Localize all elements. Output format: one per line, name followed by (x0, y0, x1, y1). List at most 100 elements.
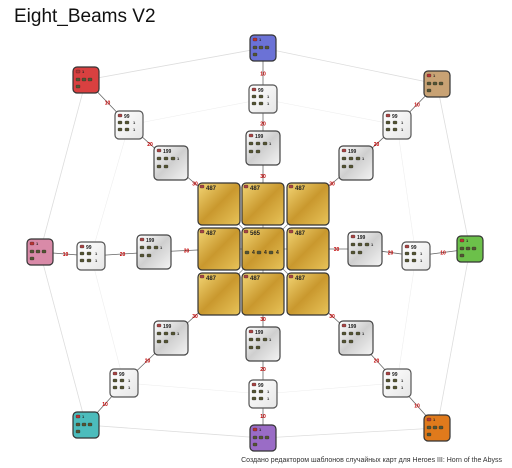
resource-icon (248, 345, 254, 350)
treasure-zone[interactable] (382, 368, 412, 398)
monster-icon (248, 329, 254, 334)
page-title: Eight_Beams V2 (14, 6, 156, 27)
treasure-zone[interactable] (338, 320, 374, 356)
edge-label: 20 (145, 359, 151, 365)
edge-label: 20 (374, 142, 380, 148)
resource-icon (117, 120, 123, 125)
center-zone[interactable] (241, 227, 285, 271)
resource-icon (117, 127, 123, 132)
zone-value: 99 (411, 245, 417, 251)
gold-zone[interactable] (241, 272, 285, 316)
gold-zone[interactable] (286, 227, 330, 271)
treasure-zone[interactable] (338, 145, 374, 181)
zone-value: 99 (392, 372, 398, 378)
resource-icon (426, 88, 432, 93)
treasure-zone[interactable] (248, 379, 278, 409)
resource-icon (432, 81, 438, 86)
treasure-zone[interactable] (347, 231, 383, 267)
zone-value: 199 (357, 235, 366, 241)
resource-icon (124, 120, 130, 125)
monster-icon (243, 184, 249, 189)
edge-label: 30 (334, 247, 340, 253)
resource-icon (258, 396, 264, 401)
zone-number: 1 (128, 378, 131, 383)
treasure-zone[interactable] (245, 130, 281, 166)
resource-icon (139, 253, 145, 258)
zone-value: 487 (250, 186, 261, 192)
resource-icon (139, 245, 145, 250)
resource-icon (385, 120, 391, 125)
resource-icon (385, 378, 391, 383)
resource-icon (348, 331, 354, 336)
zone-number: 1 (401, 378, 404, 383)
zone-number: 1 (401, 385, 404, 390)
treasure-zone[interactable] (136, 234, 172, 270)
treasure-zone[interactable] (382, 110, 412, 140)
outer-ring-connection (436, 248, 471, 429)
treasure-zone[interactable] (109, 368, 139, 398)
monster-icon (243, 229, 249, 234)
treasure-zone[interactable] (401, 241, 431, 271)
gold-zone[interactable] (197, 182, 241, 226)
gold-zone[interactable] (286, 272, 330, 316)
edge-label: 20 (260, 367, 266, 373)
gold-zone[interactable] (197, 272, 241, 316)
gold-zone[interactable] (197, 227, 241, 271)
edge-label: 30 (329, 182, 335, 188)
resource-icon (426, 432, 432, 437)
zone-value: 487 (295, 276, 306, 282)
edge-label: 10 (414, 103, 420, 109)
zone-number: 1 (371, 242, 374, 247)
resource-icon (251, 101, 257, 106)
resource-icon (156, 156, 162, 161)
monster-icon (385, 113, 391, 118)
zone-number: 1 (466, 238, 469, 243)
resource-icon (35, 249, 41, 254)
zone-number: 1 (82, 69, 85, 74)
treasure-zone[interactable] (245, 326, 281, 362)
resource-icon (252, 435, 258, 440)
zone-value: 199 (255, 330, 264, 336)
treasure-zone[interactable] (153, 320, 189, 356)
edge-label: 30 (192, 182, 198, 188)
zone-number: 1 (433, 417, 436, 422)
resource-icon (411, 251, 417, 256)
zone-number: 1 (95, 251, 98, 256)
gold-zone[interactable] (286, 182, 330, 226)
mid-ring-connection (396, 255, 417, 384)
zone-number: 1 (401, 120, 404, 125)
resource-icon (392, 385, 398, 390)
resource-icon (459, 253, 465, 258)
resource-icon (392, 378, 398, 383)
resource-icon (350, 250, 356, 255)
resource-icon (258, 389, 264, 394)
zone-value: 487 (206, 186, 217, 192)
zone-value: 99 (119, 372, 125, 378)
treasure-zone[interactable] (153, 145, 189, 181)
zone-value: 199 (163, 149, 172, 155)
monster-icon (199, 229, 205, 234)
resource-icon (87, 77, 93, 82)
treasure-zone[interactable] (114, 110, 144, 140)
resource-icon (392, 127, 398, 132)
resource-icon (79, 251, 85, 256)
resource-icon (258, 435, 264, 440)
resource-icon (163, 339, 169, 344)
resource-icon (255, 345, 261, 350)
resource-icon (465, 246, 471, 251)
resource-icon (258, 101, 264, 106)
footer-caption: Создано редактором шаблонов случайных ка… (241, 457, 502, 464)
castle-icon (75, 69, 81, 74)
resource-icon (75, 84, 81, 89)
treasure-zone[interactable] (76, 241, 106, 271)
edge-label: 10 (440, 251, 446, 257)
zone-value: 199 (163, 324, 172, 330)
resource-icon (348, 164, 354, 169)
zone-number: 1 (259, 427, 262, 432)
mid-ring-connection (262, 98, 398, 126)
gold-zone[interactable] (241, 182, 285, 226)
resource-icon (348, 156, 354, 161)
treasure-zone[interactable] (248, 84, 278, 114)
zone-value: 199 (348, 149, 357, 155)
